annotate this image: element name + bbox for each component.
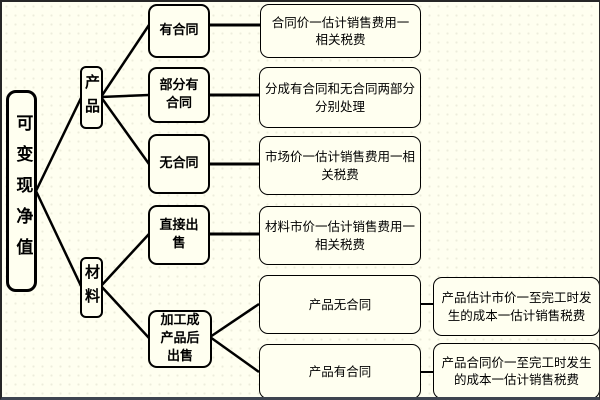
- connector-product-partial: [100, 93, 150, 99]
- node-direct-sale: 直接出售: [148, 205, 210, 265]
- connector-product-no-contract: [99, 96, 151, 165]
- result-direct-sale: 材料市价一估计销售费用一相关税费: [259, 206, 421, 265]
- node-has-contract: 有合同: [148, 4, 210, 58]
- result-has-contract: 合同价一估计销售费用一相关税费: [260, 4, 421, 58]
- result-no-contract: 市场价一估计销售费用一相关税费: [259, 136, 421, 195]
- connector-process-ph: [209, 335, 260, 374]
- node-material: 材料: [80, 257, 103, 318]
- connector-material-process: [100, 285, 150, 339]
- node-partial-contract: 部分有合同: [148, 67, 210, 123]
- result-product-no-contract: 产品估计市价一至完工时发生的成本一估计销售税费: [433, 277, 599, 336]
- node-product: 产品: [80, 66, 103, 129]
- connector-process-pn: [209, 302, 260, 339]
- node-product-no-contract: 产品无合同: [259, 275, 421, 334]
- connector-product-has-contract: [99, 24, 151, 98]
- connector-material-direct-sale: [100, 233, 150, 287]
- result-partial-contract: 分成有合同和无合同两部分分别处理: [259, 67, 421, 128]
- node-no-contract: 无合同: [148, 134, 210, 194]
- node-process-then-sale: 加工成产品后出售: [148, 310, 212, 368]
- node-net-realizable-value: 可变现净值: [6, 90, 37, 292]
- connector-root-material: [34, 190, 83, 287]
- connector-root-product: [34, 97, 83, 192]
- result-product-has-contract: 产品合同价一至完工时发生的成本一估计销售税费: [433, 343, 599, 397]
- node-product-has-contract: 产品有合同: [259, 344, 421, 397]
